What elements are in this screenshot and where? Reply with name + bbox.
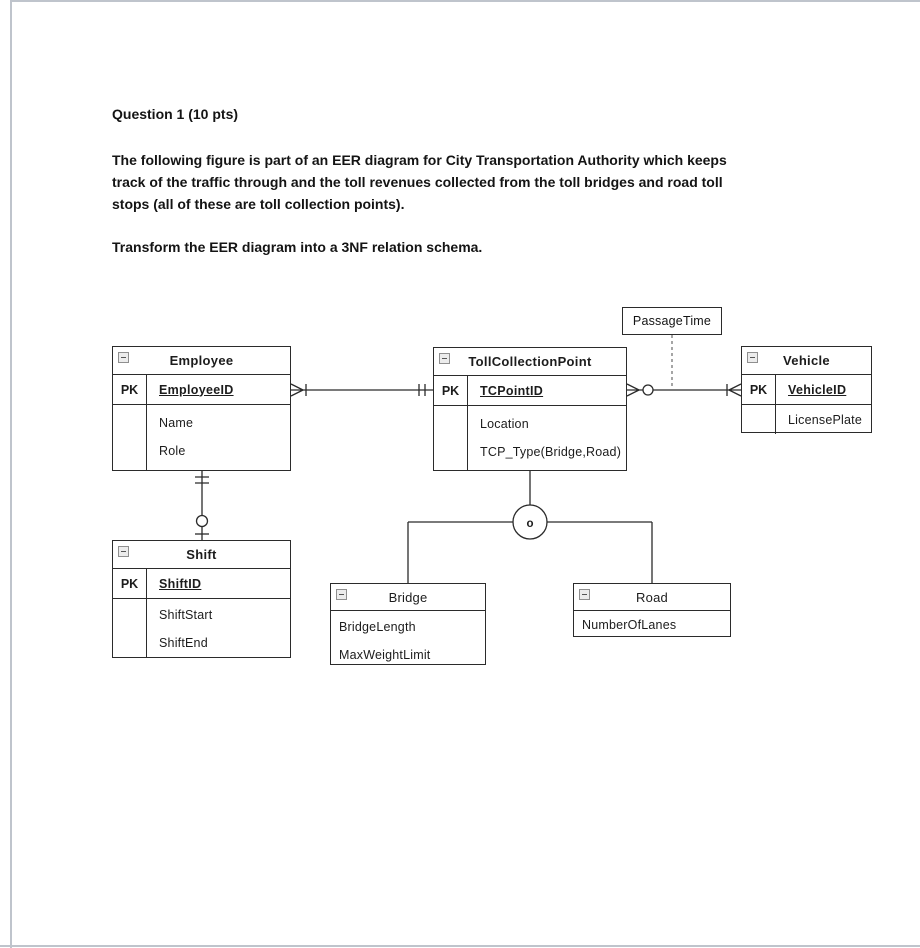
- key-attribute: EmployeeID: [159, 382, 234, 397]
- collapse-icon: [118, 352, 129, 363]
- attribute: Location: [480, 417, 529, 431]
- exactly-one-ticks-tcp-icon: [418, 384, 426, 396]
- pk-label: PK: [113, 375, 147, 404]
- entity-title: TollCollectionPoint: [468, 354, 592, 369]
- entity-road: Road NumberOfLanes: [573, 583, 731, 637]
- category-circle-label: o: [526, 518, 533, 530]
- zero-circle-tcp-icon: [642, 384, 654, 396]
- attribute: Role: [159, 444, 186, 458]
- crow-foot-vehicle-icon: [728, 383, 742, 397]
- entity-title: Shift: [186, 547, 217, 562]
- paragraph-line: stops (all of these are toll collection …: [112, 196, 405, 212]
- task-line: Transform the EER diagram into a 3NF rel…: [112, 239, 483, 255]
- pk-column-spacer: [434, 406, 468, 470]
- collapse-icon: [579, 589, 590, 600]
- attribute: LicensePlate: [788, 413, 862, 427]
- key-attribute: VehicleID: [788, 382, 847, 397]
- key-attribute: ShiftID: [159, 576, 202, 591]
- entity-title: Employee: [169, 353, 234, 368]
- collapse-icon: [439, 353, 450, 364]
- paragraph-line: track of the traffic through and the tol…: [112, 174, 723, 190]
- association-label-text: PassageTime: [632, 314, 712, 328]
- entity-bridge: Bridge BridgeLength MaxWeightLimit: [330, 583, 486, 665]
- crow-foot-employee-icon: [290, 383, 304, 397]
- entity-toll-collection-point: TollCollectionPoint PK TCPointID Locatio…: [433, 347, 627, 471]
- collapse-icon: [118, 546, 129, 557]
- page-border-left: [10, 0, 12, 948]
- category-bridge-line: [407, 521, 513, 583]
- attribute: NumberOfLanes: [582, 618, 677, 632]
- key-attribute: TCPointID: [480, 383, 544, 398]
- entity-title: Vehicle: [783, 353, 830, 368]
- entity-shift: Shift PK ShiftID ShiftStart ShiftEnd: [112, 540, 291, 658]
- attribute: TCP_Type(Bridge,Road): [480, 445, 622, 459]
- page-border-bottom: [0, 945, 920, 947]
- zero-circle-shift-icon: [195, 514, 209, 528]
- paragraph-line: The following figure is part of an EER d…: [112, 152, 727, 168]
- entity-vehicle: Vehicle PK VehicleID LicensePlate: [741, 346, 872, 434]
- page-border-top: [10, 0, 920, 2]
- pk-column-spacer: [113, 599, 147, 657]
- entity-title: Bridge: [388, 589, 428, 605]
- category-circle-icon: [512, 504, 548, 540]
- category-road-line: [547, 521, 653, 583]
- crow-foot-tcp-icon: [626, 383, 640, 397]
- pk-column-spacer: [742, 405, 776, 434]
- pk-column-spacer: [113, 405, 147, 470]
- entity-employee: Employee PK EmployeeID Name Role: [112, 346, 291, 471]
- attribute: ShiftEnd: [159, 636, 208, 650]
- entity-title: Road: [636, 589, 668, 605]
- attribute: MaxWeightLimit: [339, 648, 431, 662]
- question-heading: Question 1 (10 pts): [112, 106, 239, 122]
- exactly-one-ticks-employee-icon: [195, 476, 209, 484]
- collapse-icon: [747, 352, 758, 363]
- pk-label: PK: [434, 376, 468, 405]
- collapse-icon: [336, 589, 347, 600]
- attribute: ShiftStart: [159, 608, 213, 622]
- association-label-passagetime: PassageTime: [622, 307, 722, 335]
- question-paragraph: The following figure is part of an EER d…: [112, 149, 727, 215]
- pk-label: PK: [113, 569, 147, 598]
- attribute: BridgeLength: [339, 620, 416, 634]
- pk-label: PK: [742, 375, 776, 404]
- attribute: Name: [159, 416, 194, 430]
